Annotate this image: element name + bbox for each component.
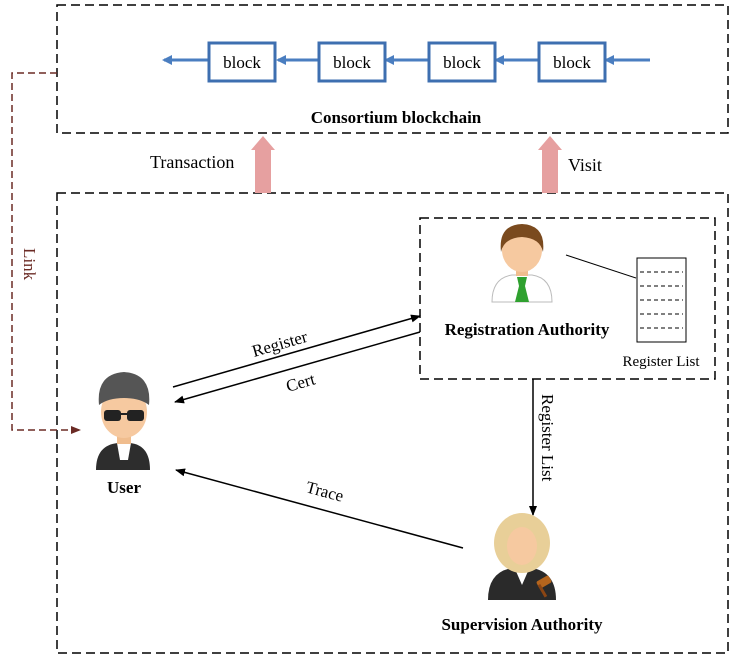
block-1-label: block <box>223 53 261 72</box>
trace-label: Trace <box>304 478 346 506</box>
register-list-label: Register List <box>622 354 700 370</box>
blockchain-title: Consortium blockchain <box>311 108 482 127</box>
registration-authority-avatar-icon <box>491 224 553 303</box>
block-2-label: block <box>333 53 371 72</box>
register-list-arrow-label: Register List <box>538 394 557 482</box>
transaction-up-arrow <box>251 136 275 193</box>
block-1: block <box>207 41 277 83</box>
register-arrow <box>172 314 421 388</box>
supervision-authority-avatar-icon <box>488 513 556 600</box>
cert-label: Cert <box>284 369 318 395</box>
registration-authority-label: Registration Authority <box>445 320 610 339</box>
supervision-authority-label: Supervision Authority <box>441 615 603 634</box>
blockchain-container <box>56 4 729 134</box>
register-list-connector <box>565 254 637 279</box>
registration-authority-container <box>419 217 716 380</box>
block-3: block <box>427 41 497 83</box>
trace-arrow <box>175 468 464 549</box>
link-arrow <box>11 72 81 434</box>
block-4-label: block <box>553 53 591 72</box>
participants-container <box>56 192 729 654</box>
block-3-label: block <box>443 53 481 72</box>
user-avatar-icon <box>96 372 150 470</box>
block-2: block <box>317 41 387 83</box>
link-label: Link <box>20 248 39 281</box>
block-4: block <box>537 41 607 83</box>
user-label: User <box>107 478 141 497</box>
visit-up-arrow <box>538 136 562 193</box>
visit-label: Visit <box>568 155 602 175</box>
register-list-document-icon <box>636 257 687 343</box>
cert-arrow <box>174 331 421 404</box>
transaction-label: Transaction <box>150 152 234 172</box>
